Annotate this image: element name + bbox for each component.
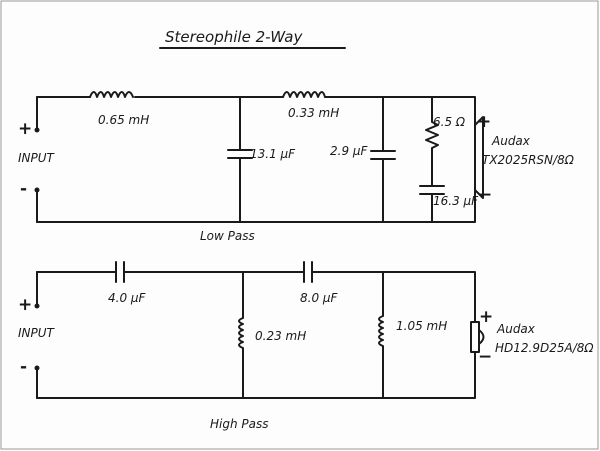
lp-resistor-capacitor	[419, 96, 445, 223]
hp-capacitor-2-label: 8.0 µF	[300, 291, 339, 305]
lp-capacitor-1	[227, 96, 253, 223]
hp-minus-label: -	[20, 357, 27, 377]
lp-inductor-2-label: 0.33 mH	[288, 106, 339, 120]
low-pass-circuit: + INPUT - 0.65 mH 13.1 µF 0.33 mH 2.9 µF…	[18, 91, 575, 243]
lp-speaker-icon	[474, 116, 484, 199]
hp-inductor-1	[238, 271, 244, 399]
lp-input-label: INPUT	[18, 151, 56, 165]
lp-input-terminal-plus	[34, 127, 40, 133]
lp-input-terminal-minus	[34, 187, 40, 193]
hp-capacitor-2	[303, 261, 313, 283]
diagram-title: Stereophile 2-Way	[165, 28, 303, 46]
lp-bottom-wire	[36, 189, 476, 223]
hp-capacitor-1-label: 4.0 µF	[108, 291, 147, 305]
lp-capacitor-3-label: 16.3 µF	[433, 194, 479, 208]
hp-inductor-1-label: 0.23 mH	[255, 329, 306, 343]
hp-bottom-wire	[36, 351, 476, 399]
hp-speaker-plus: +	[479, 307, 493, 327]
hp-capacitor-1	[115, 261, 125, 283]
lp-inductor-1	[89, 91, 134, 98]
hp-plus-label: +	[18, 295, 32, 315]
lp-minus-label: -	[20, 179, 27, 199]
hp-speaker-icon	[470, 321, 485, 353]
lp-inductor-1-label: 0.65 mH	[98, 113, 149, 127]
hp-speaker-brand: Audax	[496, 322, 536, 336]
hp-input-terminal-plus	[34, 303, 40, 309]
hp-input-label: INPUT	[18, 326, 56, 340]
hp-top-wire	[36, 271, 476, 323]
hp-speaker-minus: −	[478, 347, 492, 367]
lp-capacitor-1-label: 13.1 µF	[250, 147, 296, 161]
lp-speaker-minus: −	[478, 185, 492, 205]
lp-speaker-plus: +	[477, 112, 491, 132]
low-pass-label: Low Pass	[200, 229, 255, 243]
hp-inductor-2-label: 1.05 mH	[396, 319, 447, 333]
high-pass-label: High Pass	[210, 417, 269, 431]
lp-capacitor-2	[370, 96, 396, 223]
lp-plus-label: +	[18, 119, 32, 139]
lp-speaker-model: TX2025RSN/8Ω	[482, 153, 575, 167]
lp-capacitor-2-label: 2.9 µF	[330, 144, 369, 158]
lp-resistor-label: 6.5 Ω	[433, 115, 466, 129]
lp-top-wire	[36, 96, 476, 121]
lp-inductor-2	[282, 91, 326, 98]
hp-speaker-model: HD12.9D25A/8Ω	[495, 341, 594, 355]
lp-speaker-brand: Audax	[491, 134, 531, 148]
hp-inductor-2	[378, 271, 384, 399]
high-pass-circuit: + INPUT - 4.0 µF 0.23 mH 8.0 µF 1.05 mH …	[18, 261, 594, 431]
hp-input-terminal-minus	[34, 365, 40, 371]
